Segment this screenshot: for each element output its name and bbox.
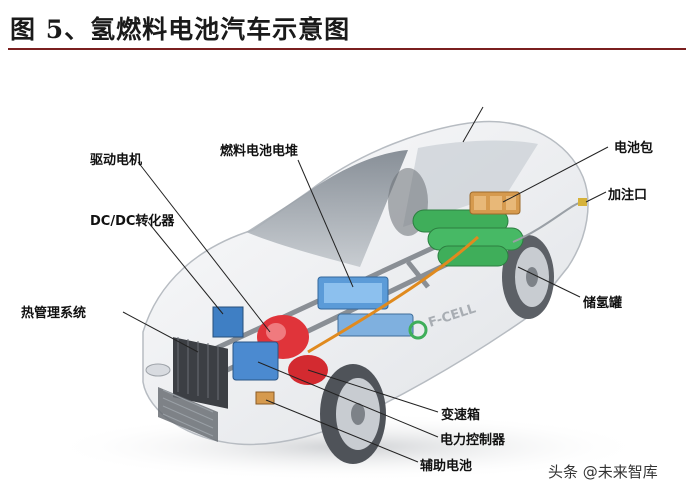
title-divider [8,48,686,50]
label-refuel-port: 加注口 [608,188,648,203]
label-aux-battery: 辅助电池 [420,459,473,474]
label-gearbox: 变速箱 [441,408,481,423]
fuel-cell-stack [317,276,389,310]
label-thermal-management: 热管理系统 [21,306,87,321]
battery-pack [469,191,521,215]
car-illustration: F-CELL [48,106,648,481]
headlight [145,363,171,377]
refuel-port [578,198,587,206]
car-diagram: F-CELL 驱动电机 燃料电池电堆 电池包 加注口 DC/DC转化器 热管理系… [8,52,686,487]
label-drive-motor: 驱动电机 [90,153,143,168]
dcdc-block [212,306,244,338]
label-power-controller: 电力控制器 [440,433,506,448]
windshield [246,150,408,267]
controller-block [337,313,414,337]
title-bar: 图 5、氢燃料电池汽车示意图 [0,0,695,50]
watermark: 头条 @未来智库 [548,463,658,481]
label-hydrogen-tank: 储氢罐 [583,296,623,311]
page-title: 图 5、氢燃料电池汽车示意图 [10,15,351,44]
fcell-logo-icon [408,320,428,340]
leader-lines [122,106,609,463]
label-dcdc-converter: DC/DC转化器 [90,214,175,229]
front-grille [158,387,218,442]
hydrogen-tank [437,245,509,267]
power-controller-block [232,341,279,381]
label-battery-pack: 电池包 [614,141,654,156]
grille-slats [162,389,214,437]
front-wheel [320,364,386,464]
label-fuel-cell-stack: 燃料电池电堆 [220,144,299,159]
side-window [403,140,538,227]
hydrogen-tank-group [412,209,524,267]
thermal-radiator [173,337,228,409]
hv-cable [307,235,480,354]
